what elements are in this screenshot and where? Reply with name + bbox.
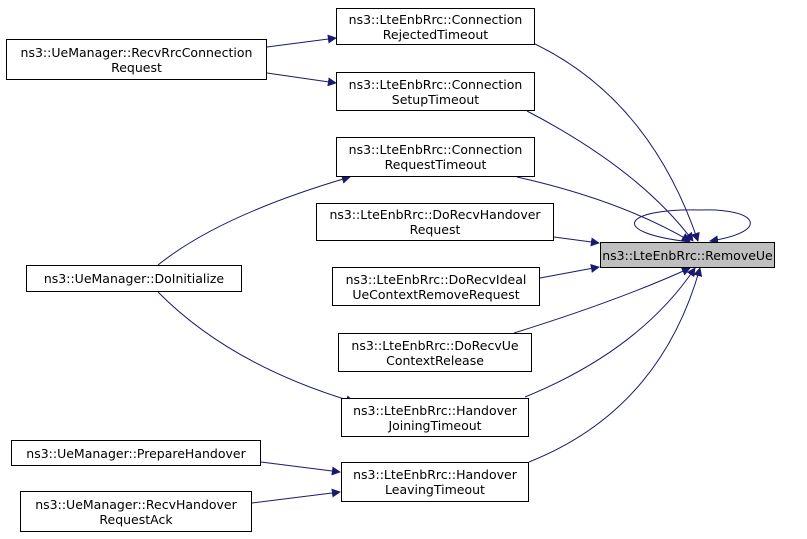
node-label-line: ns3::LteEnbRrc::Connection	[348, 76, 523, 92]
node-label-line: ns3::LteEnbRrc::Handover	[353, 402, 517, 418]
edge-doinit-to-joining	[157, 291, 355, 404]
edge-recvrrc-to-setup	[266, 72, 337, 87]
node-label-line: LeavingTimeout	[385, 482, 485, 497]
edge-handoverreq-to-removeue	[553, 236, 600, 247]
node-label-line: ns3::LteEnbRrc::DoRecvHandover	[329, 207, 541, 222]
node-label-line: ns3::UeManager::RecvRrcConnection	[20, 44, 253, 60]
node-label-line: ns3::LteEnbRrc::Connection	[348, 11, 523, 27]
node-label-line: ns3::LteEnbRrc::DoRecvUe	[351, 337, 519, 353]
edge-request-to-removeue	[516, 176, 691, 242]
node-label-line: RejectedTimeout	[382, 26, 489, 42]
node-label-line: Request	[111, 59, 162, 75]
node-do-initialize[interactable]: ns3::UeManager::DoInitialize	[26, 265, 242, 292]
node-label-line: ns3::LteEnbRrc::Connection	[348, 142, 523, 157]
edge-prepare-to-leaving	[260, 461, 341, 476]
node-label-line: UeContextRemoveRequest	[352, 286, 520, 302]
edge-rejected-to-removeue	[534, 43, 700, 242]
node-label-line: ns3::LteEnbRrc::RemoveUe	[602, 247, 773, 263]
edge-ideal-to-removeue	[539, 264, 600, 279]
edge-joining-to-removeue	[524, 267, 696, 398]
edge-leaving-to-removeue	[528, 267, 703, 463]
node-label-line: JoiningTimeout	[388, 417, 482, 433]
node-label-line: ns3::UeManager::DoInitialize	[43, 271, 225, 286]
node-prepare-handover[interactable]: ns3::UeManager::PrepareHandover	[11, 440, 261, 466]
node-label-line: SetupTimeout	[391, 91, 480, 107]
node-label-line: ns3::UeManager::PrepareHandover	[26, 445, 246, 461]
node-label-line: RequestAck	[99, 511, 173, 527]
node-label-line: ns3::UeManager::RecvHandover	[35, 496, 237, 512]
edge-uecontext-to-removeue	[513, 267, 691, 334]
node-label-line: ns3::LteEnbRrc::Handover	[353, 467, 517, 482]
edge-setup-to-removeue	[526, 110, 694, 242]
edge-doinit-to-request	[157, 174, 351, 266]
edge-recvrrc-to-rejected	[266, 34, 337, 48]
node-label-line: ns3::LteEnbRrc::DoRecvIdeal	[345, 271, 527, 287]
node-label-line: RequestTimeout	[384, 157, 487, 172]
node-label-line: Request	[409, 222, 461, 237]
node-label-line: ContextRelease	[386, 352, 484, 368]
node-remove-ue: ns3::LteEnbRrc::RemoveUe	[600, 242, 775, 268]
edge-removeue-self-loop	[634, 209, 751, 245]
edge-recvack-to-leaving	[251, 488, 341, 504]
